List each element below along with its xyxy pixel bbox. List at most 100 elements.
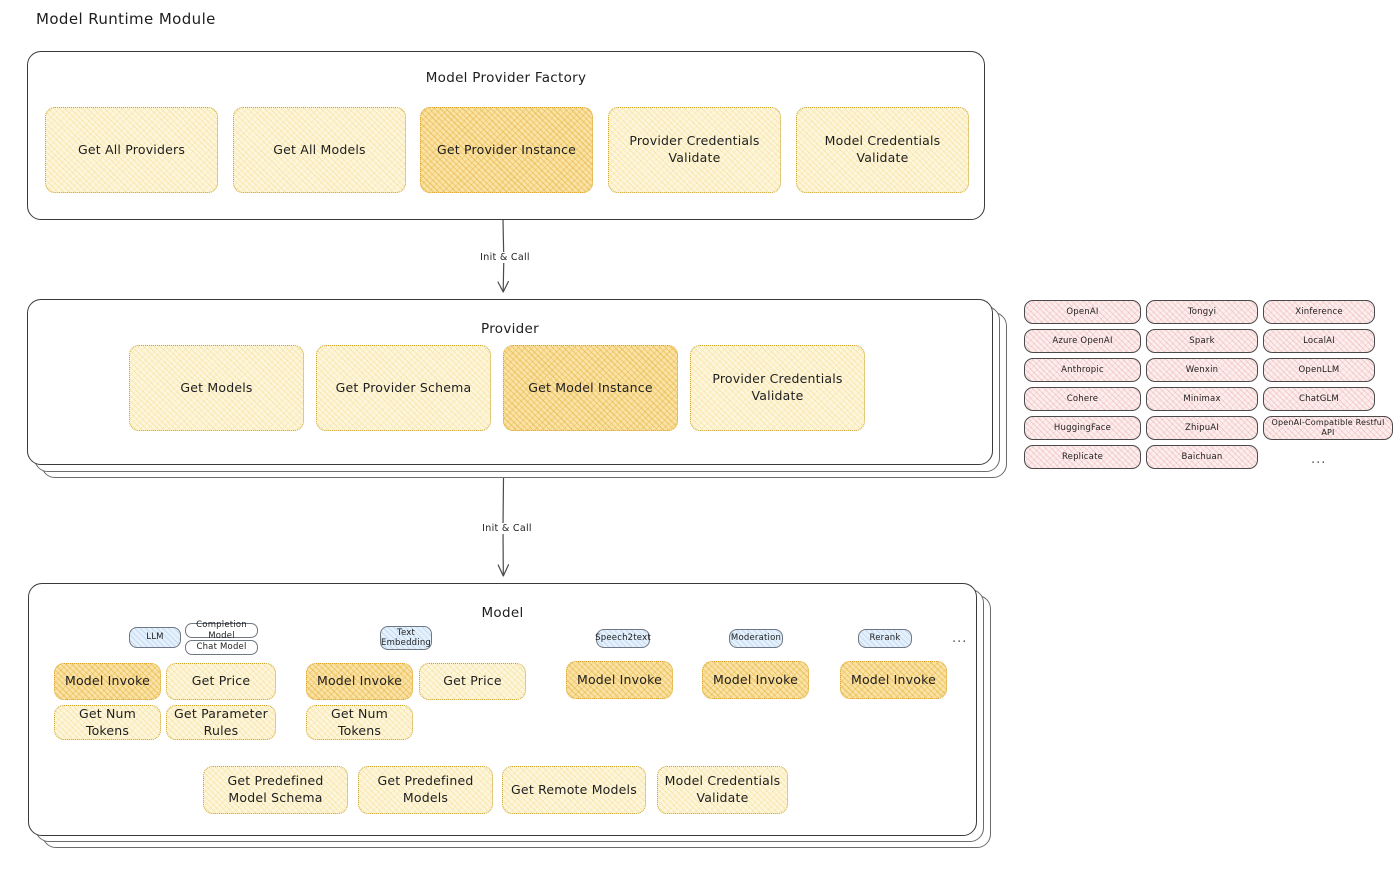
chip-label: Rerank <box>869 633 901 644</box>
factory-node-provider-credentials-validate[interactable]: Provider Credentials Validate <box>608 107 781 193</box>
llm-method-get-num-tokens[interactable]: Get Num Tokens <box>54 705 161 740</box>
chip-label: Xinference <box>1295 306 1343 317</box>
node-label: Get Models <box>180 379 253 395</box>
chip-label: Minimax <box>1183 393 1221 404</box>
chip-label: OpenAI-Compatible Restful API <box>1271 418 1385 437</box>
provider-chip-azure-openai[interactable]: Azure OpenAI <box>1024 329 1141 353</box>
page-title: Model Runtime Module <box>36 10 216 28</box>
provider-chip-minimax[interactable]: Minimax <box>1146 387 1258 411</box>
node-label: Get Provider Schema <box>335 379 472 395</box>
arrow-label-init-and-call-1: Init & Call <box>462 252 548 263</box>
node-label: Get Price <box>191 673 251 689</box>
provider-node-get-provider-schema[interactable]: Get Provider Schema <box>316 345 491 431</box>
chip-label: Replicate <box>1061 451 1104 462</box>
provider-chip-chatglm[interactable]: ChatGLM <box>1263 387 1375 411</box>
chip-label: Azure OpenAI <box>1052 335 1113 346</box>
factory-node-get-all-providers[interactable]: Get All Providers <box>45 107 218 193</box>
speech2text-method-model-invoke[interactable]: Model Invoke <box>566 661 673 699</box>
chip-label: Baichuan <box>1181 451 1223 462</box>
node-label: Get Remote Models <box>511 781 637 797</box>
node-label: Get Provider Instance <box>436 141 577 157</box>
node-label: Get All Models <box>273 141 366 157</box>
provider-chip-spark[interactable]: Spark <box>1146 329 1258 353</box>
model-subtype-chip-completion-model[interactable]: Completion Model <box>185 620 258 641</box>
node-label: Model Invoke <box>576 671 663 687</box>
model-types-more-ellipsis: ... <box>952 631 968 646</box>
provider-node-get-models[interactable]: Get Models <box>129 345 304 431</box>
node-label: Get Predefined Model Schema <box>227 773 324 805</box>
chip-label: Completion Model <box>196 620 247 641</box>
node-label: Get Parameter Rules <box>174 705 268 738</box>
chip-label: LLM <box>146 632 164 643</box>
chip-label: Chat Model <box>196 642 247 653</box>
provider-chip-openllm[interactable]: OpenLLM <box>1263 358 1375 382</box>
chip-label: Speech2text <box>595 633 651 644</box>
node-label: Get Model Instance <box>528 379 653 395</box>
provider-chip-zhipuai[interactable]: ZhipuAI <box>1146 416 1258 440</box>
chip-label: OpenLLM <box>1298 364 1340 375</box>
model-type-chip-llm[interactable]: LLM <box>129 627 181 648</box>
model-type-chip-text-embedding[interactable]: Text Embedding <box>380 626 432 650</box>
chip-label: Spark <box>1189 335 1215 346</box>
node-label: Get All Providers <box>77 141 186 157</box>
provider-chip-baichuan[interactable]: Baichuan <box>1146 445 1258 469</box>
node-label: Model Invoke <box>64 673 151 689</box>
provider-chip-openai[interactable]: OpenAI <box>1024 300 1141 324</box>
node-label: Model Credentials Validate <box>824 133 941 165</box>
model-common-method-get-predefined-model-schema[interactable]: Get Predefined Model Schema <box>203 766 348 814</box>
provider-title: Provider <box>481 321 539 337</box>
provider-chip-anthropic[interactable]: Anthropic <box>1024 358 1141 382</box>
node-label: Get Predefined Models <box>377 773 474 805</box>
moderation-method-model-invoke[interactable]: Model Invoke <box>702 661 809 699</box>
model-title: Model <box>481 605 524 621</box>
node-label: Provider Credentials Validate <box>629 133 760 165</box>
model-type-chip-speech2text[interactable]: Speech2text <box>595 629 651 648</box>
node-label: Model Credentials Validate <box>664 773 781 805</box>
factory-node-get-all-models[interactable]: Get All Models <box>233 107 406 193</box>
factory-node-get-provider-instance[interactable]: Get Provider Instance <box>420 107 593 193</box>
llm-method-model-invoke[interactable]: Model Invoke <box>54 663 161 700</box>
chip-label: ChatGLM <box>1299 393 1339 404</box>
chip-label: HuggingFace <box>1053 422 1112 433</box>
node-label: Provider Credentials Validate <box>712 371 843 403</box>
node-label: Get Price <box>443 673 502 689</box>
model-provider-factory-title: Model Provider Factory <box>425 70 587 86</box>
chip-label: Moderation <box>730 633 782 644</box>
llm-method-get-parameter-rules[interactable]: Get Parameter Rules <box>166 705 276 740</box>
provider-node-provider-credentials-validate[interactable]: Provider Credentials Validate <box>690 345 865 431</box>
provider-chip-xinference[interactable]: Xinference <box>1263 300 1375 324</box>
node-label: Model Invoke <box>316 673 403 689</box>
provider-chip-cohere[interactable]: Cohere <box>1024 387 1141 411</box>
provider-chip-localai[interactable]: LocalAI <box>1263 329 1375 353</box>
model-subtype-chip-chat-model[interactable]: Chat Model <box>185 640 258 655</box>
provider-chip-wenxin[interactable]: Wenxin <box>1146 358 1258 382</box>
provider-chip-replicate[interactable]: Replicate <box>1024 445 1141 469</box>
chip-label: OpenAI <box>1066 306 1099 317</box>
chip-label: ZhipuAI <box>1184 422 1220 433</box>
node-label: Get Num Tokens <box>330 705 389 738</box>
text-embedding-method-get-num-tokens[interactable]: Get Num Tokens <box>306 705 413 740</box>
arrow-label-init-and-call-2: Init & Call <box>464 523 550 534</box>
node-label: Model Invoke <box>850 671 937 687</box>
text-embedding-method-get-price[interactable]: Get Price <box>419 663 526 700</box>
chip-label: Cohere <box>1066 393 1099 404</box>
model-type-chip-moderation[interactable]: Moderation <box>729 629 783 648</box>
chip-label: Anthropic <box>1061 364 1104 375</box>
model-type-chip-rerank[interactable]: Rerank <box>858 629 912 648</box>
model-common-method-get-predefined-models[interactable]: Get Predefined Models <box>358 766 493 814</box>
provider-chip-huggingface[interactable]: HuggingFace <box>1024 416 1141 440</box>
llm-method-get-price[interactable]: Get Price <box>166 663 276 700</box>
rerank-method-model-invoke[interactable]: Model Invoke <box>840 661 947 699</box>
text-embedding-method-model-invoke[interactable]: Model Invoke <box>306 663 413 700</box>
provider-chip-tongyi[interactable]: Tongyi <box>1146 300 1258 324</box>
model-common-method-model-credentials-validate[interactable]: Model Credentials Validate <box>657 766 788 814</box>
provider-node-get-model-instance[interactable]: Get Model Instance <box>503 345 678 431</box>
node-label: Get Num Tokens <box>78 705 137 738</box>
chip-label: Text Embedding <box>381 627 432 648</box>
chip-label: Tongyi <box>1187 306 1217 317</box>
provider-chip-openai-compatible-restful-api[interactable]: OpenAI-Compatible Restful API <box>1263 416 1393 440</box>
chip-label: Wenxin <box>1185 364 1219 375</box>
model-common-method-get-remote-models[interactable]: Get Remote Models <box>502 766 646 814</box>
factory-node-model-credentials-validate[interactable]: Model Credentials Validate <box>796 107 969 193</box>
